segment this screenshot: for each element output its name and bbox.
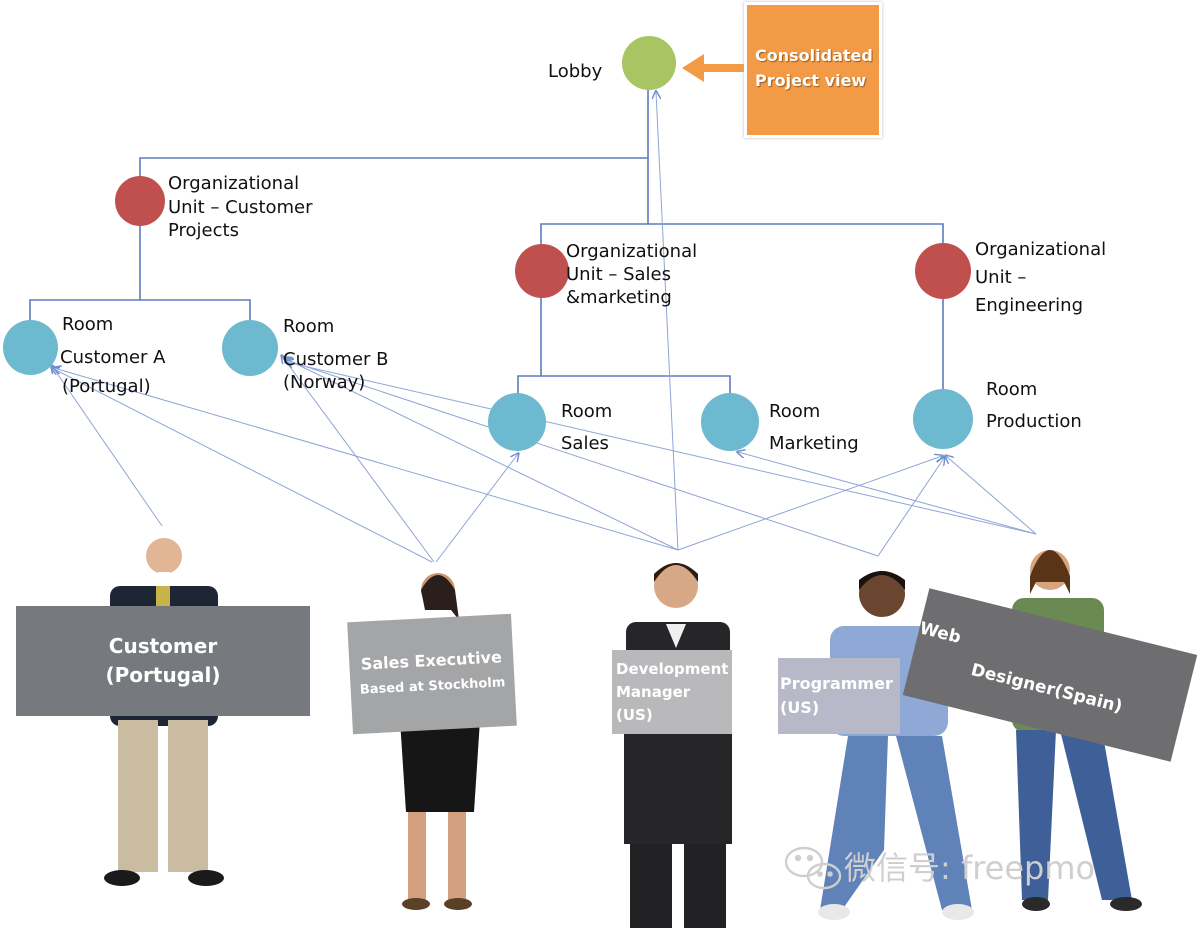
watermark-text: 微信号: freepmo: [844, 849, 1096, 887]
org-unit-engineering-label: Organizational Unit – Engineering: [975, 236, 1106, 320]
lobby-label: Lobby: [548, 61, 603, 82]
arrow-devmgr-to-room-a: [54, 368, 679, 551]
consolidated-label: Consolidated Project view: [755, 43, 873, 93]
arrow-sales-to-room-b: [282, 356, 435, 563]
arrow-programmer-to-room-b: [286, 360, 879, 557]
wechat-icon: [784, 846, 842, 890]
ou-customer-to-room-b-line: [140, 299, 251, 322]
room-customer-b-line2: Customer B: [283, 349, 389, 370]
room-customer-b-label: Room Customer B (Norway): [283, 310, 389, 399]
sign-customer: Customer (Portugal): [16, 606, 310, 716]
arrow-customer-to-room-a: [52, 366, 163, 527]
access-arrows: [52, 92, 1037, 563]
sign-customer-line2: (Portugal): [105, 663, 221, 687]
room-marketing-line1: Room: [769, 401, 821, 422]
sign-devmgr-line2: Manager: [616, 682, 691, 701]
arrow-sales-to-room-sales: [435, 454, 518, 563]
arrow-devmgr-to-room-b: [284, 358, 679, 551]
sign-sales-executive: Sales Executive Based at Stockholm: [347, 613, 517, 735]
room-production-node: [913, 389, 973, 449]
room-customer-b-node: [222, 320, 278, 376]
ou-customer-to-rooms-line: [29, 226, 141, 322]
org-unit-engineering-node: [915, 243, 971, 299]
arrow-sales-to-room-a: [52, 368, 433, 563]
sign-programmer-line2: (US): [780, 698, 820, 717]
arrow-webdesigner-to-room-b: [286, 362, 1037, 535]
org-unit-customer-line3: Projects: [168, 220, 239, 241]
lobby-trunk-line: [139, 88, 649, 178]
room-customer-b-line1: Room: [283, 316, 335, 337]
sign-programmer-line1: Programmer: [780, 674, 893, 693]
room-marketing-node: [701, 393, 759, 451]
room-sales-line1: Room: [561, 401, 613, 422]
lobby-to-sales-eng-line: [540, 158, 649, 244]
watermark: 微信号: freepmo: [784, 842, 1095, 890]
sign-programmer: Programmer (US): [778, 658, 900, 734]
sign-devmgr-line1: Development: [616, 659, 729, 678]
room-sales-label: Room Sales: [561, 396, 612, 460]
room-production-label: Room Production: [986, 374, 1082, 438]
org-unit-engineering-line2: Unit –: [975, 267, 1027, 288]
org-unit-sales-node: [515, 244, 569, 298]
room-sales-node: [488, 393, 546, 451]
org-unit-customer-line1: Organizational: [168, 173, 300, 194]
sign-development-manager: Development Manager (US): [612, 650, 732, 734]
arrow-programmer-to-production: [877, 458, 944, 557]
room-customer-a-line1: Room: [62, 314, 114, 335]
hierarchy-lines: [29, 88, 944, 394]
org-unit-customer-node: [115, 176, 165, 226]
room-marketing-line2: Marketing: [769, 433, 859, 454]
room-marketing-label: Room Marketing: [769, 396, 859, 460]
ou-sales-to-marketing-line: [541, 375, 731, 394]
org-unit-sales-line1: Organizational: [566, 241, 698, 262]
arrow-devmgr-to-production: [677, 456, 942, 551]
consolidated-project-view-box: Consolidated Project view: [744, 2, 882, 138]
org-unit-customer-line2: Unit – Customer: [168, 196, 313, 218]
org-unit-engineering-line3: Engineering: [975, 295, 1083, 316]
consolidated-arrow: [682, 54, 748, 82]
arrow-webdesigner-to-production: [946, 456, 1037, 535]
lobby-node: [622, 36, 676, 90]
ou-sales-to-rooms-line: [517, 296, 542, 394]
room-customer-b-line3: (Norway): [283, 372, 366, 393]
consolidated-line1: Consolidated: [755, 46, 873, 65]
room-production-line1: Room: [986, 379, 1038, 400]
lobby-to-engineering-line: [648, 223, 944, 244]
room-customer-a-line3: (Portugal): [62, 376, 151, 397]
sign-customer-line1: Customer: [108, 634, 218, 658]
room-customer-a-node: [3, 320, 58, 375]
room-customer-a-line2: Customer A: [60, 347, 166, 368]
org-unit-engineering-line1: Organizational: [975, 239, 1107, 260]
org-unit-sales-label: Organizational Unit – Sales &marketing: [566, 240, 697, 309]
org-unit-sales-line2: Unit – Sales: [566, 264, 671, 285]
sign-devmgr-line3: (US): [616, 705, 653, 724]
arrow-devmgr-to-lobby: [656, 92, 679, 551]
arrow-webdesigner-to-marketing: [738, 452, 1037, 535]
org-unit-customer-label: Organizational Unit – Customer Projects: [168, 172, 313, 243]
room-production-line2: Production: [986, 411, 1082, 432]
room-customer-a-label: Room Customer A (Portugal): [60, 308, 166, 403]
room-sales-line2: Sales: [561, 433, 609, 454]
consolidated-line2: Project view: [755, 71, 867, 90]
person-development-manager: [624, 563, 732, 928]
org-unit-sales-line3: &marketing: [566, 287, 672, 308]
